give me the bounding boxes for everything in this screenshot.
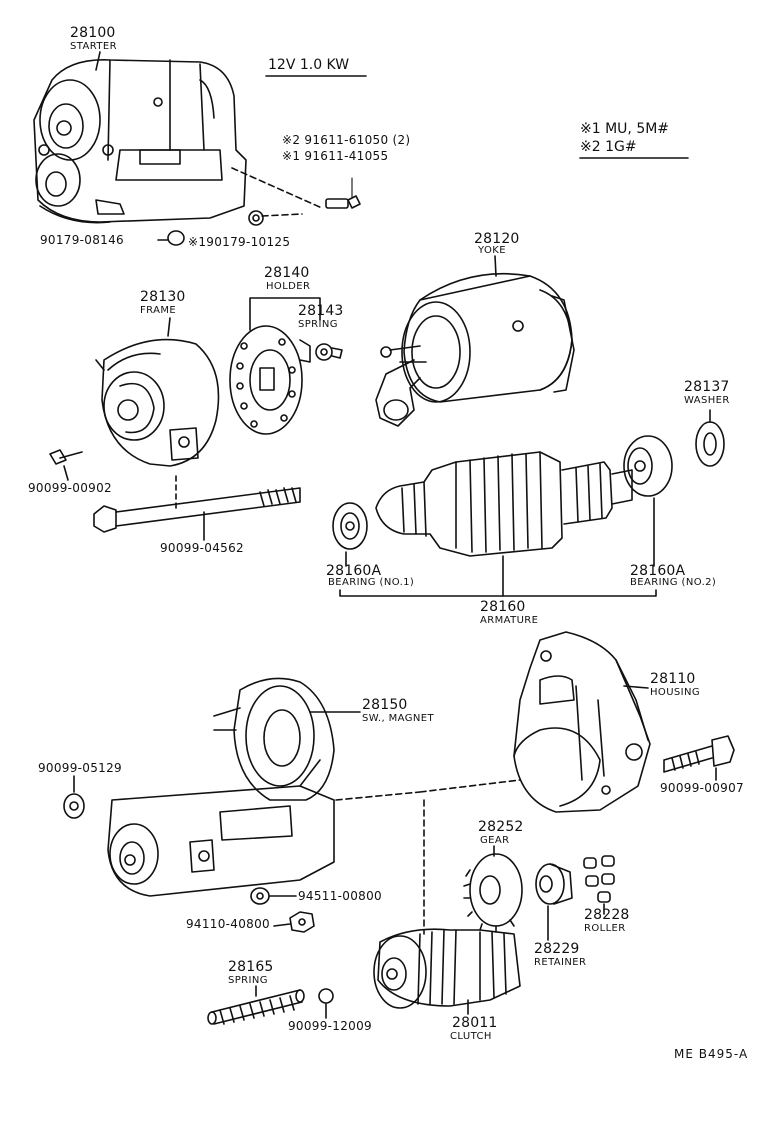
gear-number: 28252 — [478, 819, 524, 835]
nut-05129-label: 90099-05129 — [38, 761, 122, 775]
housing-number: 28110 — [650, 671, 696, 687]
starter-assembly — [33, 59, 247, 224]
roller-name: ROLLER — [584, 923, 626, 934]
dashed-starter-bolt — [231, 167, 323, 209]
bolt-note-2: ※2 91611-61050 (2) — [282, 133, 411, 147]
header-spec: 12V 1.0 KW — [268, 57, 350, 73]
spring-number: 28143 — [298, 303, 344, 319]
ball-90099-12009 — [318, 988, 334, 1004]
magnet-switch-part — [107, 677, 335, 897]
washer-94511 — [250, 887, 270, 905]
yoke-part — [375, 273, 575, 427]
spring2-number: 28165 — [228, 959, 274, 975]
washer-94511-label: 94511-00800 — [298, 889, 382, 903]
nut-90099-05129 — [63, 793, 85, 819]
washer-28137 — [695, 421, 725, 467]
armature-number: 28160 — [480, 599, 526, 615]
thru-bolt-label: 90099-04562 — [160, 541, 244, 555]
gear-part — [463, 853, 523, 933]
bolt-00907-label: 90099-00907 — [660, 781, 744, 795]
spring2-name: SPRING — [228, 975, 268, 986]
holder-name: HOLDER — [266, 281, 311, 292]
nut-94110 — [289, 911, 315, 933]
retainer-name: RETAINER — [534, 957, 587, 968]
housing-part — [513, 631, 651, 813]
washer-number: 28137 — [684, 379, 730, 395]
gear-name: GEAR — [480, 835, 510, 846]
leader-starter — [95, 51, 101, 71]
housing-name: HOUSING — [650, 687, 701, 698]
armature-part — [375, 451, 633, 557]
clutch-name: CLUTCH — [450, 1031, 492, 1042]
starter-name: STARTER — [70, 41, 117, 52]
clutch-part — [373, 928, 521, 1009]
magnet-name: SW., MAGNET — [362, 713, 434, 724]
frame-number: 28130 — [140, 289, 186, 305]
roller-number: 28228 — [584, 907, 630, 923]
bearing-no2 — [623, 435, 673, 497]
spring-name: SPRING — [298, 319, 338, 330]
bearing-no1 — [332, 502, 368, 550]
legend-note-1: ※1 MU, 5M# — [580, 121, 670, 137]
washer-name: WASHER — [684, 395, 730, 406]
nut-90179-08146: 90179-08146 — [40, 233, 124, 247]
retainer-number: 28229 — [534, 941, 580, 957]
bolt-note-1: ※1 91611-41055 — [282, 149, 389, 163]
screw-90099-00902 — [49, 449, 83, 465]
starter-number: 28100 — [70, 25, 116, 41]
retainer-part — [535, 863, 573, 905]
bolt-91611 — [325, 177, 361, 209]
nut-icon — [167, 230, 185, 246]
clutch-number: 28011 — [452, 1015, 498, 1031]
bearing1-name: BEARING (NO.1) — [328, 577, 415, 588]
bearing2-number: 28160A — [630, 563, 686, 579]
through-bolt — [93, 487, 301, 533]
ball-label: 90099-12009 — [288, 1019, 372, 1033]
bearing2-name: BEARING (NO.2) — [630, 577, 717, 588]
nut-94110-label: 94110-40800 — [186, 917, 270, 931]
magnet-number: 28150 — [362, 697, 408, 713]
nut-icon — [248, 210, 264, 226]
bearing1-number: 28160A — [326, 563, 382, 579]
drawing-reference: ME B495-A — [674, 1047, 749, 1061]
bolt-90099-00907 — [663, 735, 735, 773]
nut-90179-10125: ※190179-10125 — [188, 235, 291, 249]
roller-part — [583, 855, 615, 903]
frame-name: FRAME — [140, 305, 177, 316]
spring-28165 — [207, 989, 305, 1025]
holder-number: 28140 — [264, 265, 310, 281]
legend-note-2: ※2 1G# — [580, 139, 637, 155]
yoke-name: YOKE — [478, 245, 506, 256]
armature-name: ARMATURE — [480, 615, 539, 626]
frame-part — [95, 338, 220, 467]
yoke-number: 28120 — [474, 231, 520, 247]
holder-part — [229, 325, 311, 435]
spring-28143 — [315, 343, 343, 361]
screw-label: 90099-00902 — [28, 481, 112, 495]
